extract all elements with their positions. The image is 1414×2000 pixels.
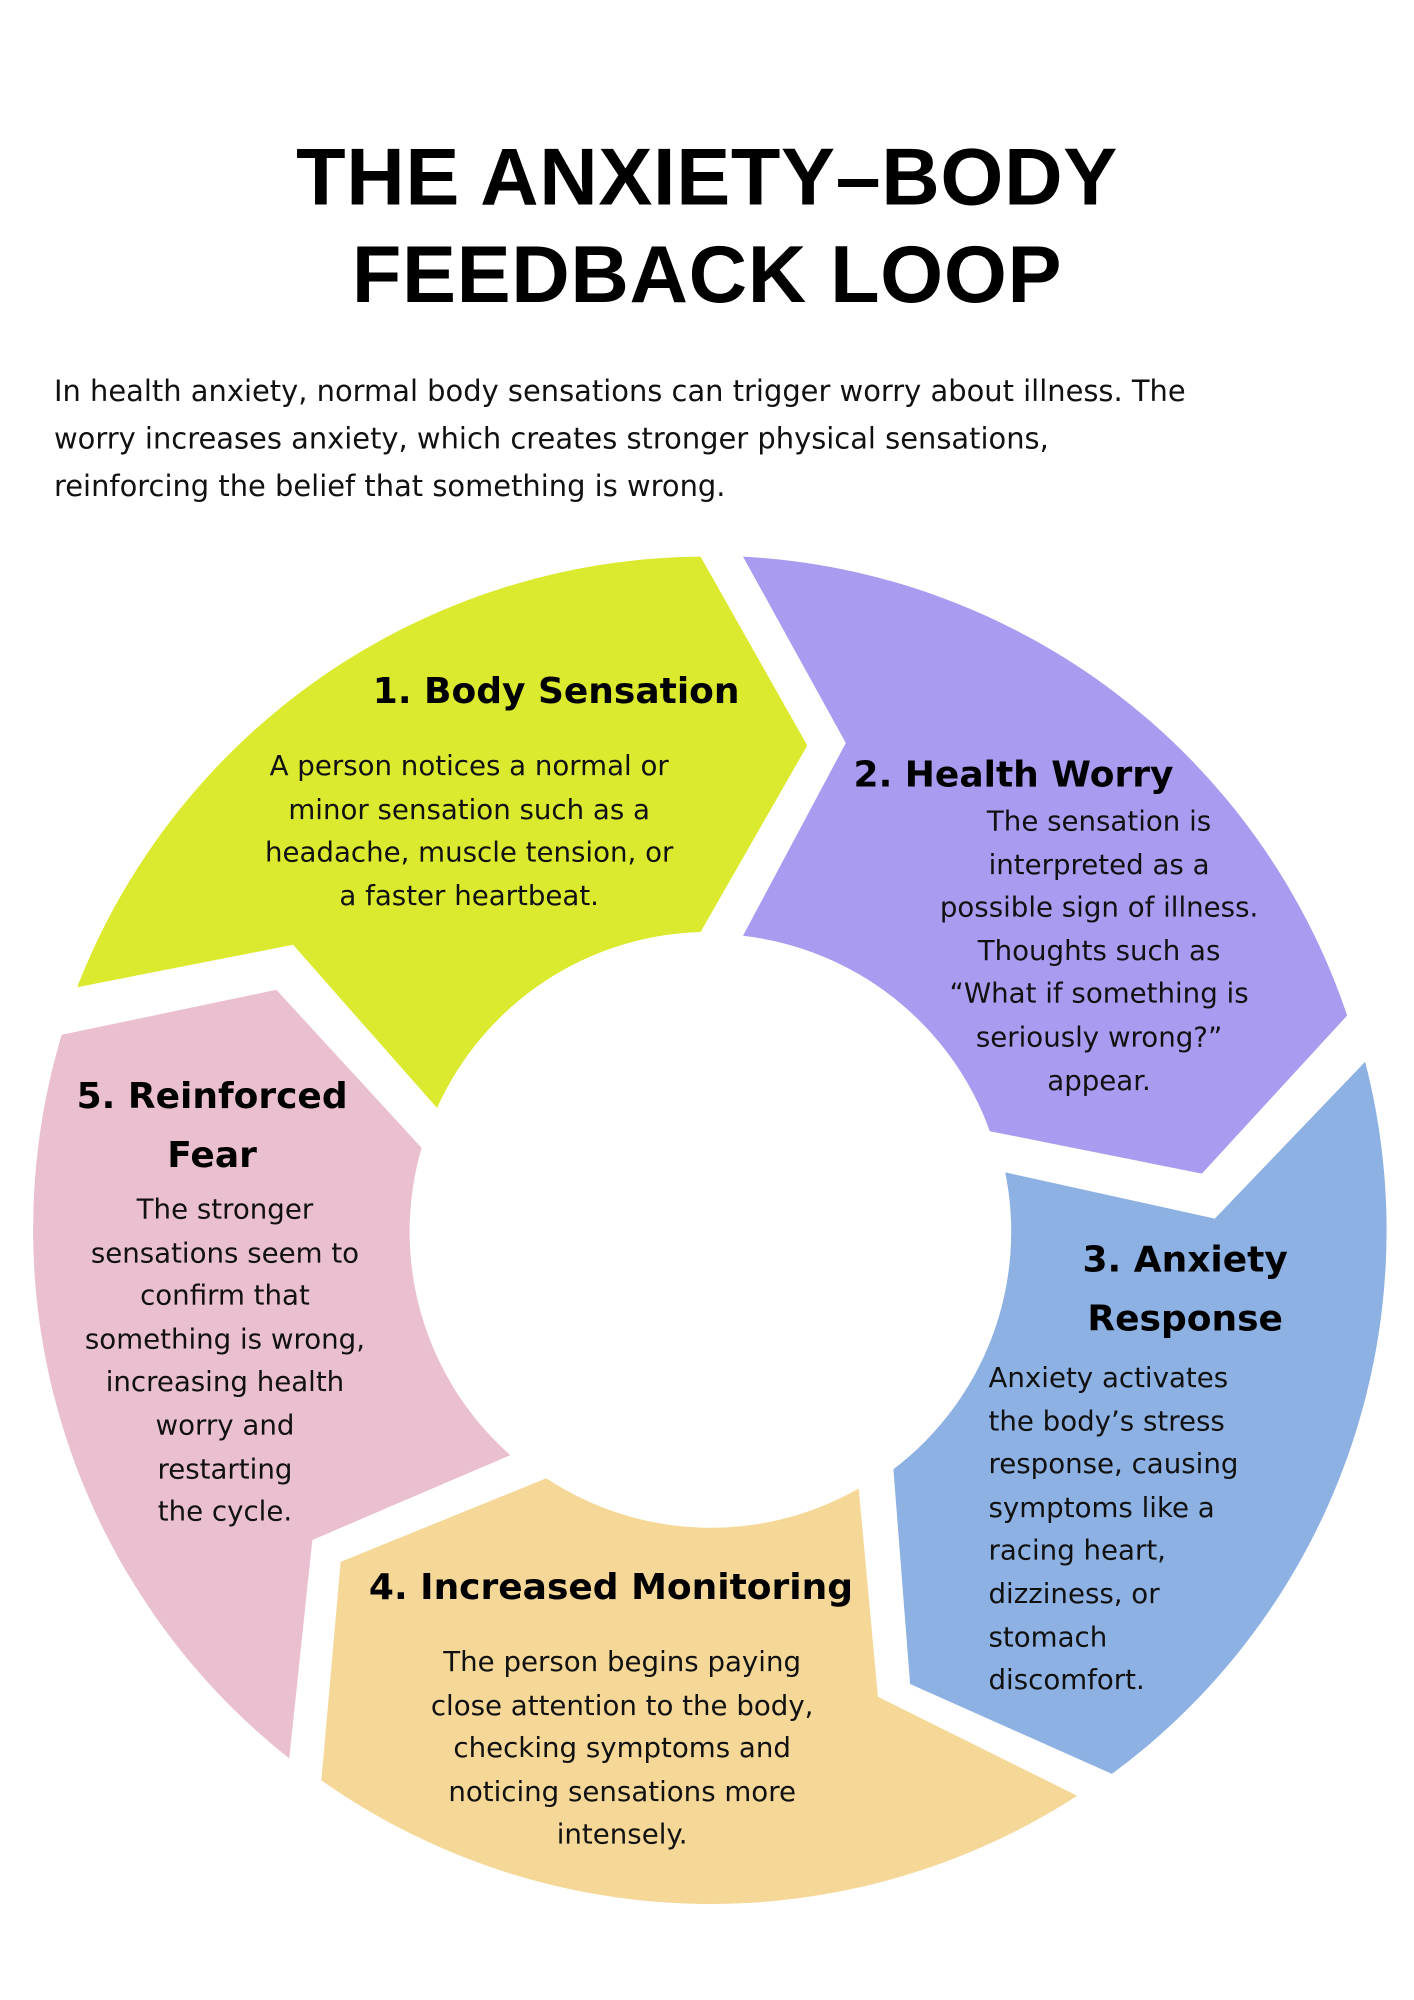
text-line: Anxiety activates xyxy=(988,1362,1229,1395)
text-line: confirm that xyxy=(140,1280,310,1313)
step-3-description: Anxiety activates the body’s stress respon… xyxy=(989,1357,1323,1702)
text-line: stomach xyxy=(988,1621,1108,1654)
title-line: THE ANXIETY–BODY xyxy=(296,132,1118,223)
step-5-description: The stronger sensations seem to confirm th… xyxy=(45,1189,405,1534)
text-line: dizziness, or xyxy=(988,1578,1160,1611)
step-1-heading: 1. Body Sensation xyxy=(373,662,740,721)
text-line: 5. Reinforced xyxy=(76,1074,348,1118)
intro-line: reinforcing the belief that something is… xyxy=(53,470,726,504)
text-line: discomfort. xyxy=(988,1664,1145,1697)
text-line: interpreted as a xyxy=(988,849,1210,882)
text-line: checking symptoms and xyxy=(453,1733,791,1766)
text-line: symptoms like a xyxy=(988,1492,1215,1525)
step-2-description: The sensation is interpreted as a possible… xyxy=(893,801,1304,1103)
text-line: The sensation is xyxy=(986,805,1212,839)
text-line: 3. Anxiety xyxy=(1082,1237,1288,1281)
text-line: “What if something is xyxy=(949,978,1249,1011)
text-line: racing heart, xyxy=(988,1535,1166,1568)
segment-health-worry xyxy=(742,556,1348,1174)
text-line: appear. xyxy=(1047,1065,1151,1098)
step-2-heading: 2. Health Worry xyxy=(854,746,1174,805)
intro-line: In health anxiety, normal body sensation… xyxy=(53,375,1186,409)
title-line: FEEDBACK LOOP xyxy=(351,230,1063,321)
step-4-heading: 4. Increased Monitoring xyxy=(369,1558,853,1617)
text-line: the body’s stress xyxy=(988,1405,1225,1438)
text-line: A person notices a normal or xyxy=(269,750,669,783)
text-line: worry and xyxy=(155,1410,295,1443)
page-title: THE ANXIETY–BODY FEEDBACK LOOP xyxy=(0,129,1414,324)
step-1-description: A person notices a normal or minor sensat… xyxy=(212,746,726,919)
text-line: possible sign of illness. xyxy=(939,892,1259,925)
text-line: Response xyxy=(1087,1297,1283,1340)
text-line: The stronger xyxy=(136,1194,314,1227)
text-line: Thoughts such as xyxy=(977,935,1221,968)
text-line: the cycle. xyxy=(157,1496,293,1529)
text-line: increasing health xyxy=(105,1366,345,1400)
text-line: headache, muscle tension, or xyxy=(264,837,674,870)
text-line: close attention to the body, xyxy=(430,1689,814,1722)
intro-line: worry increases anxiety, which creates s… xyxy=(53,422,1049,457)
text-line: noticing sensations more xyxy=(448,1776,796,1809)
text-line: something is wrong, xyxy=(84,1323,365,1356)
segment-increased-monitoring xyxy=(321,1478,1078,1904)
segment-anxiety-response xyxy=(893,1061,1387,1774)
text-line: 2. Health Worry xyxy=(853,753,1174,796)
text-line: intensely. xyxy=(556,1819,688,1852)
text-line: restarting xyxy=(157,1453,293,1486)
text-line: a faster heartbeat. xyxy=(339,880,599,913)
step-4-description: The person begins paying close attention … xyxy=(365,1642,879,1858)
text-line: 1. Body Sensation xyxy=(372,669,740,713)
text-line: minor sensation such as a xyxy=(288,793,650,827)
text-line: response, causing xyxy=(988,1448,1239,1482)
text-line: 4. Increased Monitoring xyxy=(368,1565,854,1609)
segment-body-sensation xyxy=(77,556,808,1109)
text-line: Fear xyxy=(167,1133,257,1177)
text-line: seriously wrong?” xyxy=(975,1021,1223,1055)
text-line: sensations seem to xyxy=(90,1237,360,1270)
text-line: The person begins paying xyxy=(443,1646,802,1679)
intro-paragraph: In health anxiety, normal body sensation… xyxy=(54,369,1391,512)
segment-reinforced-fear xyxy=(33,989,511,1759)
